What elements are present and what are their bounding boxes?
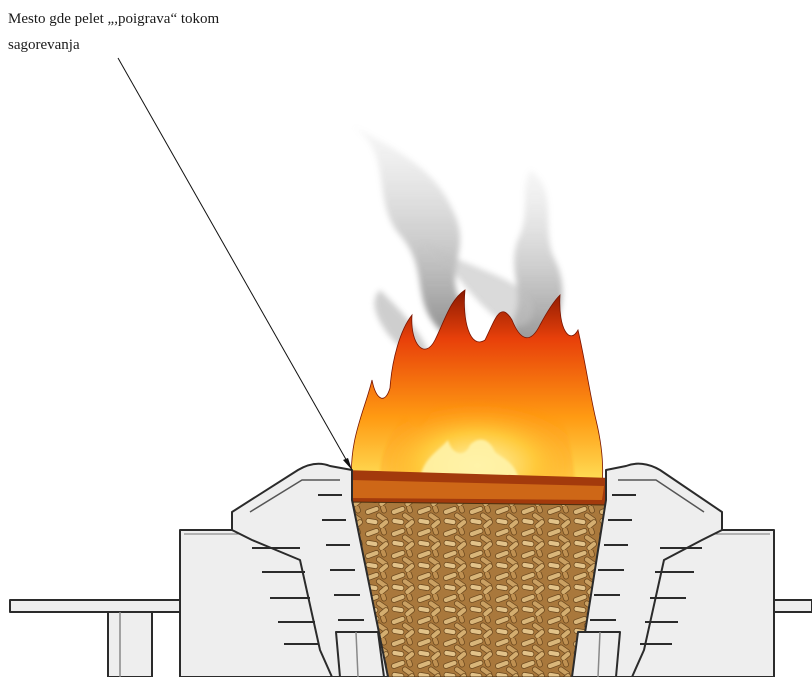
wood-pellets <box>346 502 606 677</box>
annotation-line-1: Mesto gde pelet „,poigrava“ tokom <box>8 6 328 32</box>
pellet-burner-housing-right <box>572 464 812 677</box>
annotation-line-2: sagorevanja <box>8 32 328 58</box>
annotation-leader-arrow <box>118 58 352 470</box>
pellet-burner-housing <box>10 464 388 677</box>
annotation-label: Mesto gde pelet „,poigrava“ tokom sagore… <box>8 6 328 58</box>
